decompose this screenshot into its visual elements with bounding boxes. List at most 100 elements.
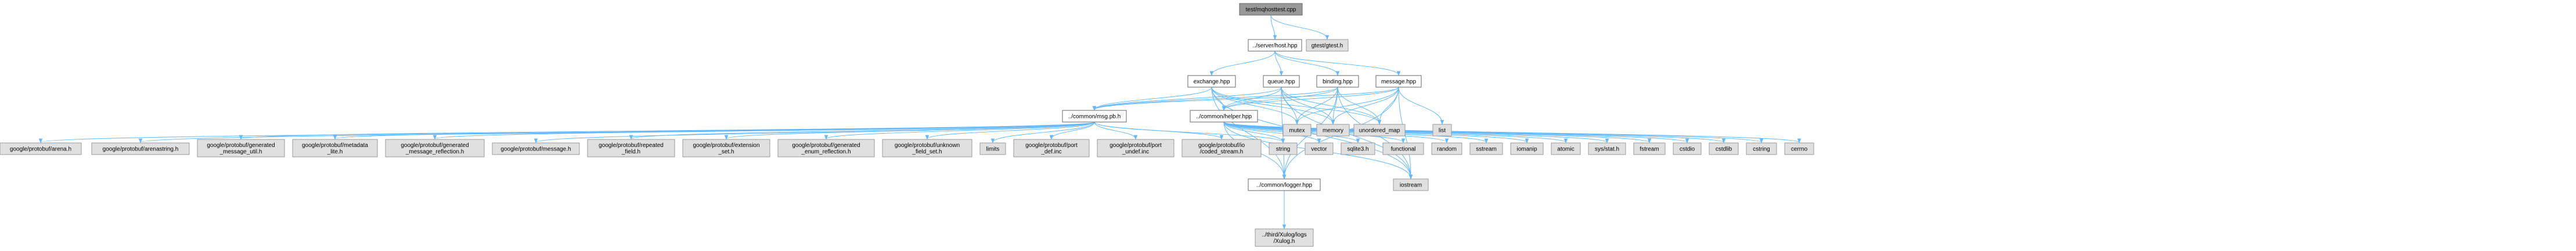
node-box — [385, 139, 485, 157]
node-label: ../common/logger.hpp — [1256, 182, 1313, 189]
node-label: google/protobuf/arena.h — [10, 146, 71, 153]
node-box — [1190, 110, 1258, 123]
node-umap[interactable]: unordered_map — [1353, 124, 1406, 137]
dependency-edges — [41, 15, 1799, 228]
edge-host-to-message — [1274, 51, 1399, 75]
edge-message-to-msgpb — [1094, 87, 1399, 110]
node-msgpb[interactable]: ../common/msg.pb.h — [1062, 110, 1127, 123]
node-binding[interactable]: binding.hpp — [1316, 75, 1359, 88]
node-box — [979, 142, 1006, 155]
node-label: google/protobuf/generated_enum_reflectio… — [792, 142, 860, 155]
node-codedstream[interactable]: google/protobuf/io/coded_stream.h — [1181, 139, 1262, 157]
node-message[interactable]: message.hpp — [1375, 75, 1422, 88]
edge-helper-to-functional — [1223, 121, 1403, 142]
node-label: cstring — [1753, 146, 1770, 153]
node-queue[interactable]: queue.hpp — [1263, 75, 1300, 88]
node-exchange[interactable]: exchange.hpp — [1187, 75, 1236, 88]
edge-msgpb-to-repeated — [631, 121, 1095, 139]
node-memory[interactable]: memory — [1316, 124, 1350, 137]
node-pbmessage[interactable]: google/protobuf/message.h — [492, 142, 580, 155]
edge-queue-to-mutex — [1281, 87, 1297, 124]
node-mutex[interactable]: mutex — [1282, 124, 1312, 137]
node-portdef[interactable]: google/protobuf/port_def.inc — [1013, 139, 1090, 157]
node-arenastring[interactable]: google/protobuf/arenastring.h — [91, 142, 190, 155]
node-label: google/protobuf/arenastring.h — [103, 146, 179, 153]
node-label: sqlite3.h — [1347, 146, 1368, 153]
node-iomanip[interactable]: iomanip — [1510, 142, 1544, 155]
node-label: iostream — [1400, 182, 1422, 189]
node-limits[interactable]: limits — [979, 142, 1006, 155]
edge-helper-to-vector — [1223, 121, 1319, 142]
node-logger[interactable]: ../common/logger.hpp — [1248, 178, 1321, 191]
node-cerrno[interactable]: cerrno — [1784, 142, 1814, 155]
node-portundef[interactable]: google/protobuf/port_undef.inc — [1097, 139, 1174, 157]
node-random[interactable]: random — [1431, 142, 1462, 155]
node-box — [1784, 142, 1814, 155]
node-cstdio[interactable]: cstdio — [1673, 142, 1702, 155]
edge-exchange-to-memory — [1211, 87, 1333, 124]
node-label: exchange.hpp — [1194, 79, 1230, 85]
node-label: list — [1439, 128, 1446, 134]
node-label: google/protobuf/metadata_lite.h — [302, 142, 368, 155]
node-label: google/protobuf/extension_set.h — [693, 142, 759, 155]
node-label: memory — [1323, 128, 1343, 134]
node-extset[interactable]: google/protobuf/extension_set.h — [682, 139, 770, 157]
node-arena[interactable]: google/protobuf/arena.h — [0, 142, 82, 155]
node-fstream[interactable]: fstream — [1633, 142, 1666, 155]
node-label: ../third/Xulog/logs/Xulog.h — [1262, 232, 1306, 245]
node-label: cerrno — [1791, 146, 1808, 153]
node-sysstat[interactable]: sys/stat.h — [1588, 142, 1626, 155]
edge-host-to-queue — [1274, 51, 1281, 75]
node-helper[interactable]: ../common/helper.hpp — [1190, 110, 1258, 123]
node-xulog[interactable]: ../third/Xulog/logs/Xulog.h — [1255, 228, 1314, 247]
node-genmsgutil[interactable]: google/protobuf/generated_message_util.h — [197, 139, 285, 157]
node-genmsgrefl[interactable]: google/protobuf/generated_message_reflec… — [385, 139, 485, 157]
node-list[interactable]: list — [1432, 124, 1452, 137]
node-iostream[interactable]: iostream — [1393, 178, 1429, 191]
node-box — [1316, 75, 1359, 88]
node-box — [777, 139, 875, 157]
node-box — [1263, 75, 1300, 88]
node-metadatalite[interactable]: google/protobuf/metadata_lite.h — [292, 139, 378, 157]
node-box — [1469, 142, 1503, 155]
edge-msgpb-to-genenumrefl — [826, 121, 1095, 139]
node-label: atomic — [1557, 146, 1574, 153]
node-label: google/protobuf/port_def.inc — [1025, 142, 1078, 155]
node-gtest[interactable]: gtest/gtest.h — [1306, 39, 1349, 52]
node-box — [1239, 3, 1303, 16]
node-host[interactable]: ../server/host.hpp — [1248, 39, 1302, 52]
node-cstring[interactable]: cstring — [1746, 142, 1777, 155]
node-label: google/protobuf/generated_message_util.h — [207, 142, 275, 155]
node-root[interactable]: test/mqhosttest.cpp — [1239, 3, 1303, 16]
node-box — [1551, 142, 1581, 155]
node-box — [1282, 124, 1312, 137]
node-sstream[interactable]: sstream — [1469, 142, 1503, 155]
node-label: sstream — [1476, 146, 1497, 153]
node-repeated[interactable]: google/protobuf/repeated_field.h — [587, 139, 675, 157]
edge-host-to-binding — [1274, 51, 1338, 75]
node-cstdlib[interactable]: cstdlib — [1709, 142, 1739, 155]
edge-msgpb-to-portdef — [1051, 121, 1095, 139]
node-vector[interactable]: vector — [1305, 142, 1334, 155]
node-label: ../server/host.hpp — [1252, 43, 1298, 49]
node-box — [197, 139, 285, 157]
node-unknownfs[interactable]: google/protobuf/unknown_field_set.h — [882, 139, 972, 157]
node-functional[interactable]: functional — [1382, 142, 1424, 155]
node-atomic[interactable]: atomic — [1551, 142, 1581, 155]
edge-message-to-list — [1398, 87, 1442, 124]
node-box — [0, 142, 82, 155]
node-label: ../common/msg.pb.h — [1068, 114, 1121, 120]
node-sqlite3[interactable]: sqlite3.h — [1341, 142, 1375, 155]
edge-message-to-memory — [1333, 87, 1399, 124]
node-box — [1353, 124, 1406, 137]
node-box — [587, 139, 675, 157]
node-genenumrefl[interactable]: google/protobuf/generated_enum_reflectio… — [777, 139, 875, 157]
edge-message-to-umap — [1379, 87, 1399, 124]
node-string[interactable]: string — [1269, 142, 1298, 155]
node-label: fstream — [1640, 146, 1659, 153]
edge-binding-to-umap — [1337, 87, 1379, 124]
node-label: cstdlib — [1716, 146, 1732, 153]
node-box — [1588, 142, 1626, 155]
node-label: sys/stat.h — [1595, 146, 1619, 153]
node-box — [1431, 142, 1462, 155]
